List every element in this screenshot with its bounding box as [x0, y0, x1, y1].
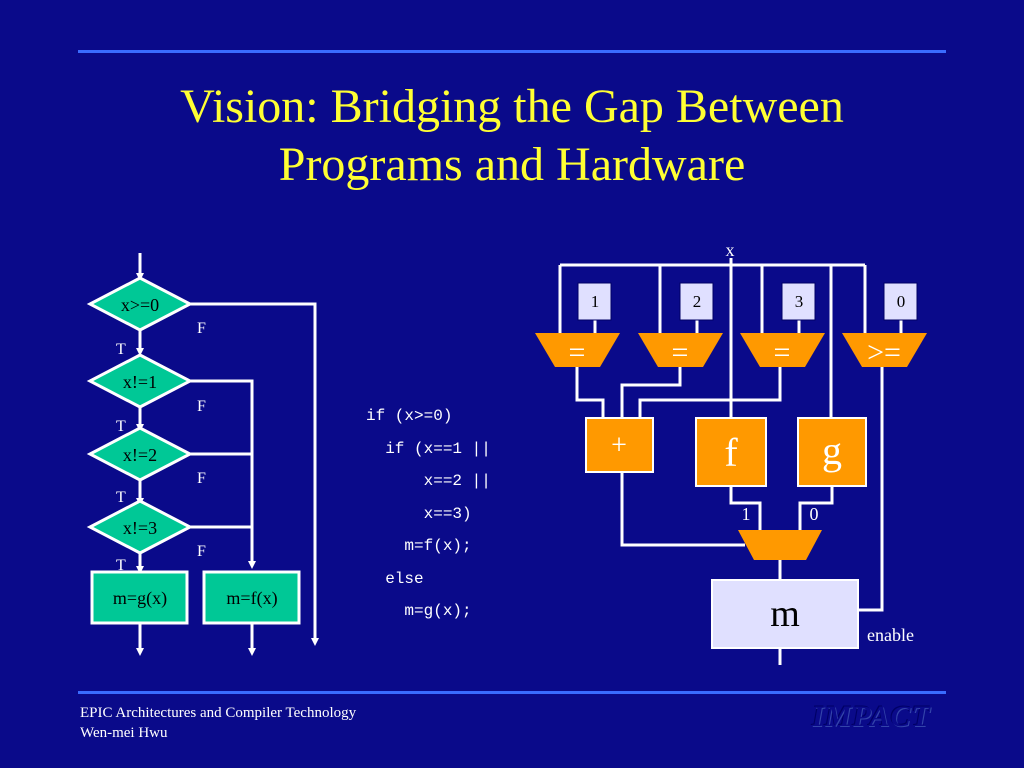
- footer: EPIC Architectures and Compiler Technolo…: [80, 703, 356, 743]
- code-line: m=g(x);: [366, 602, 472, 620]
- top-divider: [78, 50, 946, 53]
- false-label: F: [197, 320, 206, 337]
- footer-author: Wen-mei Hwu: [80, 725, 168, 741]
- function-unit-g: g: [797, 417, 867, 487]
- unit-f-label: f: [724, 430, 738, 475]
- code-line: if (x==1 ||: [366, 439, 491, 458]
- function-unit-f: f: [695, 417, 767, 487]
- decision-label: x!=1: [123, 372, 157, 392]
- constant-label: 0: [897, 292, 906, 311]
- comparator: =: [740, 333, 825, 369]
- decision-node: x!=1: [86, 353, 194, 409]
- decision-node: x!=2: [86, 426, 194, 482]
- code-line: x==3): [366, 504, 472, 523]
- unit-g-label: g: [822, 428, 842, 473]
- decision-node: x>=0: [86, 276, 194, 332]
- false-label: F: [197, 398, 206, 415]
- hardware-wires: [558, 258, 903, 665]
- comparator: =: [638, 333, 723, 369]
- comparator: =: [535, 333, 620, 369]
- decision-label: x!=2: [123, 445, 157, 465]
- comparator-label: >=: [867, 336, 901, 369]
- action-label: m=f(x): [226, 588, 277, 609]
- false-path-f: [188, 379, 256, 569]
- impact-logo: IMPACT: [812, 700, 931, 733]
- true-label: T: [116, 489, 126, 506]
- flowchart: [136, 253, 319, 656]
- adder-unit: +: [585, 417, 654, 473]
- decision-label: x!=3: [123, 518, 157, 538]
- action-label: m=g(x): [113, 588, 167, 609]
- comparator-label: =: [774, 336, 791, 369]
- register-label: m: [770, 593, 800, 635]
- constant-box: 1: [577, 282, 612, 321]
- multiplexer: [738, 530, 822, 560]
- register: m: [711, 579, 859, 649]
- slide-title: Vision: Bridging the Gap Between Program…: [0, 78, 1024, 194]
- adder-label: +: [611, 430, 627, 461]
- code-line: else: [366, 569, 424, 588]
- action-box: m=f(x): [202, 570, 301, 625]
- code-line: if (x>=0): [366, 407, 453, 425]
- decision-label: x>=0: [121, 295, 159, 315]
- code-line: x==2 ||: [366, 472, 491, 490]
- false-label: F: [197, 543, 206, 560]
- slide-title-line1: Vision: Bridging the Gap Between: [180, 80, 844, 133]
- true-label: T: [116, 341, 126, 358]
- action-box: m=g(x): [90, 570, 189, 625]
- false-path-exit: [188, 302, 319, 646]
- enable-label: enable: [867, 625, 914, 645]
- bottom-divider: [78, 691, 946, 694]
- comparator-label: =: [672, 336, 689, 369]
- mux-input-label: 0: [810, 504, 819, 524]
- true-label: T: [116, 418, 126, 435]
- true-label: T: [116, 557, 126, 574]
- comparator-label: =: [569, 336, 586, 369]
- false-label: F: [197, 470, 206, 487]
- constant-box: 0: [883, 282, 918, 321]
- constant-label: 1: [591, 292, 600, 311]
- footer-course: EPIC Architectures and Compiler Technolo…: [80, 705, 357, 721]
- input-label: x: [726, 240, 735, 260]
- constant-box: 3: [781, 282, 816, 321]
- code-block: if (x>=0) if (x==1 || x==2 || x==3) m=f(…: [366, 400, 491, 628]
- constant-box: 2: [679, 282, 714, 321]
- constant-label: 2: [693, 292, 702, 311]
- decision-node: x!=3: [86, 499, 194, 555]
- constant-label: 3: [795, 292, 804, 311]
- slide-title-line2: Programs and Hardware: [278, 138, 746, 191]
- code-line: m=f(x);: [366, 537, 472, 555]
- mux-input-label: 1: [742, 504, 751, 524]
- comparator: >=: [842, 333, 927, 369]
